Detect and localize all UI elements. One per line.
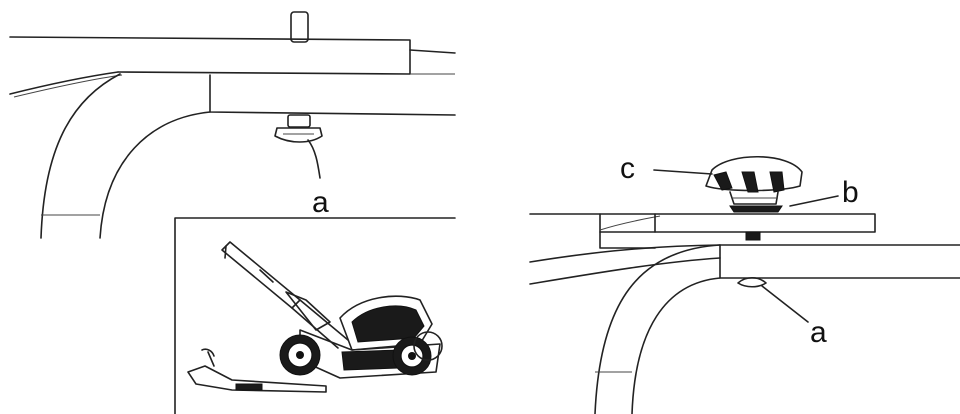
label-a-right: a	[810, 316, 827, 349]
top-plate	[529, 213, 876, 233]
label-b: b	[842, 176, 859, 209]
spacer	[745, 231, 761, 241]
tube-outer-curve	[40, 73, 121, 239]
label-a-left: a	[312, 186, 329, 219]
nut-a	[274, 114, 323, 143]
detached-handle-bar	[187, 348, 327, 393]
tube-inner-curve-right	[631, 277, 721, 414]
lower-bar	[209, 74, 456, 116]
bar-lower-edge	[9, 71, 119, 95]
lower-frame-bar	[719, 244, 960, 279]
bolt-stub-top	[290, 11, 309, 43]
upper-bar-extension	[409, 49, 456, 54]
mower-wheel-rear	[279, 334, 321, 376]
upper-bar	[9, 36, 411, 75]
left-bracket-view: a	[9, 11, 456, 239]
leader-c	[653, 169, 713, 175]
leader-a-left	[307, 139, 321, 179]
label-c: c	[620, 152, 635, 185]
leader-a-right	[761, 285, 809, 323]
tube-inner-curve	[99, 111, 211, 239]
tube-outer-curve-right	[594, 244, 721, 414]
washer-b	[729, 205, 783, 213]
mower-handle	[221, 241, 349, 349]
leader-b	[789, 195, 839, 207]
mower-inset	[174, 217, 456, 414]
knob-c	[705, 155, 803, 205]
inset-frame	[174, 217, 456, 414]
mower-wheel-front	[392, 331, 443, 376]
nut-a-right	[737, 276, 767, 288]
top-plate-edge	[599, 213, 656, 249]
right-bracket-view: c b a	[529, 152, 960, 414]
